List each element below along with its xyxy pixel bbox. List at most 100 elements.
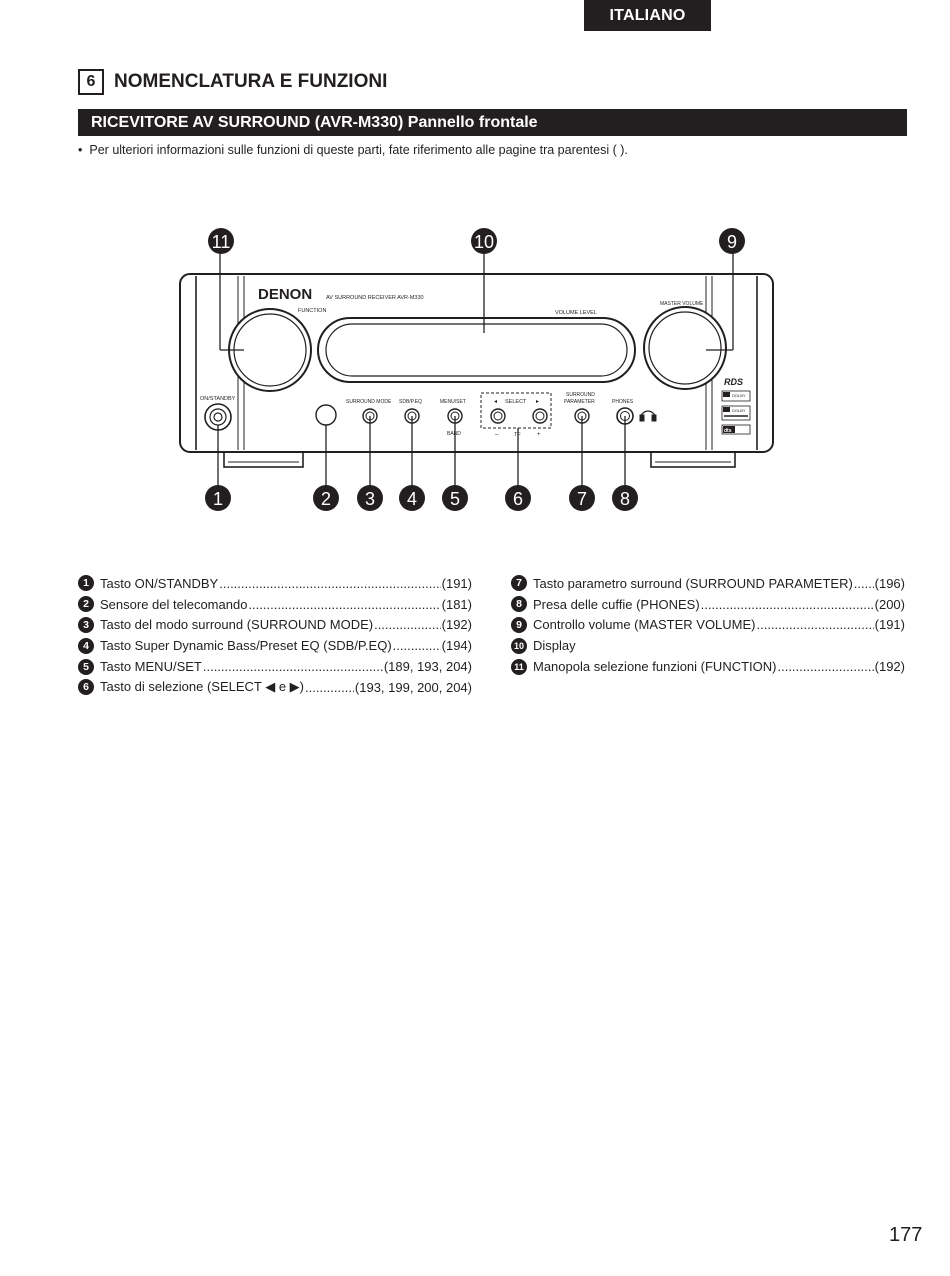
legend-label: Tasto parametro surround (SURROUND PARAM… [533, 575, 853, 591]
legend-label: Tasto ON/STANDBY [100, 575, 219, 591]
legend-badge: 4 [78, 637, 94, 654]
section-heading: 6 NOMENCLATURA E FUNZIONI [78, 69, 387, 95]
legend-item-3: 3 Tasto del modo surround (SURROUND MODE… [78, 615, 472, 636]
legend-badge: 2 [78, 596, 94, 613]
svg-text:9: 9 [727, 232, 737, 252]
legend-badge: 1 [78, 575, 94, 592]
legend-item-7: 7 Tasto parametro surround (SURROUND PAR… [511, 573, 905, 594]
dolby-digital-logo: DOLBY [721, 390, 751, 402]
legend-badge: 7 [511, 575, 527, 592]
legend-pages: (193, 199, 200, 204) [354, 679, 472, 695]
sdb-label: SDB/P.EQ [399, 399, 422, 405]
svg-text:DOLBY: DOLBY [732, 408, 746, 413]
front-panel-diagram: DENON AV SURROUND RECEIVER AVR-M330 FUNC… [179, 228, 774, 511]
tf-minus-label: – [495, 432, 499, 438]
dts-logo: dts [721, 424, 751, 435]
legend-badge: 6 [78, 679, 94, 696]
legend-item-10: 10 Display [511, 635, 905, 656]
note: •Per ulteriori informazioni sulle funzio… [78, 143, 628, 157]
display-window [317, 317, 636, 383]
subsection-title: RICEVITORE AV SURROUND (AVR-M330) Pannel… [91, 113, 538, 131]
callout-10: 10 [471, 228, 497, 254]
callout-5: 5 [442, 485, 468, 511]
dolby-ex-logo: DOLBY [721, 405, 751, 421]
legend-label: Manopola selezione funzioni (FUNCTION) [533, 659, 777, 675]
legend-badge: 11 [511, 658, 527, 675]
callout-6: 6 [505, 485, 531, 511]
leader-dots [219, 576, 440, 591]
language-tab: ITALIANO [584, 0, 711, 31]
function-label: FUNCTION [298, 308, 326, 314]
svg-text:5: 5 [450, 489, 460, 509]
legend-pages: (192) [441, 617, 472, 633]
legend-label: Controllo volume (MASTER VOLUME) [533, 617, 756, 633]
select-left-icon: ◂ [494, 399, 497, 405]
leader-dots [203, 659, 383, 674]
legend-item-6: 6 Tasto di selezione (SELECT ◀ e ▶) (193… [78, 677, 472, 698]
legend-pages: (191) [441, 575, 472, 591]
svg-text:11: 11 [212, 232, 231, 252]
subsection-bar: RICEVITORE AV SURROUND (AVR-M330) Pannel… [78, 109, 907, 136]
legend-item-4: 4 Tasto Super Dynamic Bass/Preset EQ (SD… [78, 635, 472, 656]
svg-text:2: 2 [321, 489, 331, 509]
legend-label: Display [533, 638, 576, 654]
legend-badge: 3 [78, 616, 94, 633]
legend-pages: (181) [441, 596, 472, 612]
section-number: 6 [78, 69, 104, 95]
callout-11: 11 [208, 228, 234, 254]
note-text: Per ulteriori informazioni sulle funzion… [89, 143, 628, 157]
legend-label: Tasto Super Dynamic Bass/Preset EQ (SDB/… [100, 638, 392, 654]
legend-pages: (200) [874, 596, 905, 612]
leader-dots [305, 680, 354, 695]
model-text: AV SURROUND RECEIVER AVR-M330 [326, 295, 424, 301]
legend-item-8: 8 Presa delle cuffie (PHONES) (200) [511, 594, 905, 615]
select-left-button[interactable] [490, 408, 506, 424]
leader-dots [854, 576, 874, 591]
legend-label: Sensore del telecomando [100, 596, 248, 612]
callout-3: 3 [357, 485, 383, 511]
select-group-box [480, 392, 552, 429]
svg-text:dts: dts [724, 428, 732, 434]
rds-logo: RDS [724, 377, 743, 387]
surround-param-label-1: SURROUND [566, 392, 595, 398]
select-right-icon: ▸ [536, 399, 539, 405]
page-number: 177 [889, 1224, 923, 1246]
right-foot [650, 450, 736, 468]
legend-pages: (196) [874, 575, 905, 591]
phones-label: PHONES [612, 399, 634, 405]
callout-9: 9 [719, 228, 745, 254]
legend-pages: (191) [874, 617, 905, 633]
remote-sensor [315, 404, 337, 426]
legend-item-1: 1 Tasto ON/STANDBY (191) [78, 573, 472, 594]
legend-left: 1 Tasto ON/STANDBY (191) 2 Sensore del t… [78, 573, 472, 698]
svg-text:7: 7 [577, 489, 587, 509]
callout-4: 4 [399, 485, 425, 511]
leader-dots [701, 597, 874, 612]
surround-mode-label: SURROUND MODE [346, 399, 392, 405]
legend-pages: (189, 193, 204) [383, 659, 472, 675]
legend-label: Tasto del modo surround (SURROUND MODE) [100, 617, 374, 633]
leader-dots [393, 638, 441, 653]
menu-set-label: MENU/SET [440, 399, 466, 405]
master-volume-knob[interactable] [643, 306, 727, 390]
legend-pages: (192) [874, 659, 905, 675]
callout-7: 7 [569, 485, 595, 511]
leader-dots [757, 617, 874, 632]
legend-badge: 5 [78, 658, 94, 675]
legend-badge: 9 [511, 616, 527, 633]
section-title: NOMENCLATURA E FUNZIONI [114, 71, 388, 92]
callout-1: 1 [205, 485, 231, 511]
callout-2: 2 [313, 485, 339, 511]
tf-plus-label: + [537, 432, 541, 438]
svg-text:6: 6 [513, 489, 523, 509]
svg-text:4: 4 [407, 489, 417, 509]
headphones-icon [639, 410, 657, 422]
legend-item-2: 2 Sensore del telecomando (181) [78, 594, 472, 615]
select-right-button[interactable] [532, 408, 548, 424]
legend-label: Presa delle cuffie (PHONES) [533, 596, 700, 612]
legend-right: 7 Tasto parametro surround (SURROUND PAR… [511, 573, 905, 677]
svg-text:DOLBY: DOLBY [732, 393, 746, 398]
band-label: BAND [447, 431, 461, 437]
legend-item-11: 11 Manopola selezione funzioni (FUNCTION… [511, 656, 905, 677]
surround-param-label-2: PARAMETER [564, 399, 595, 405]
